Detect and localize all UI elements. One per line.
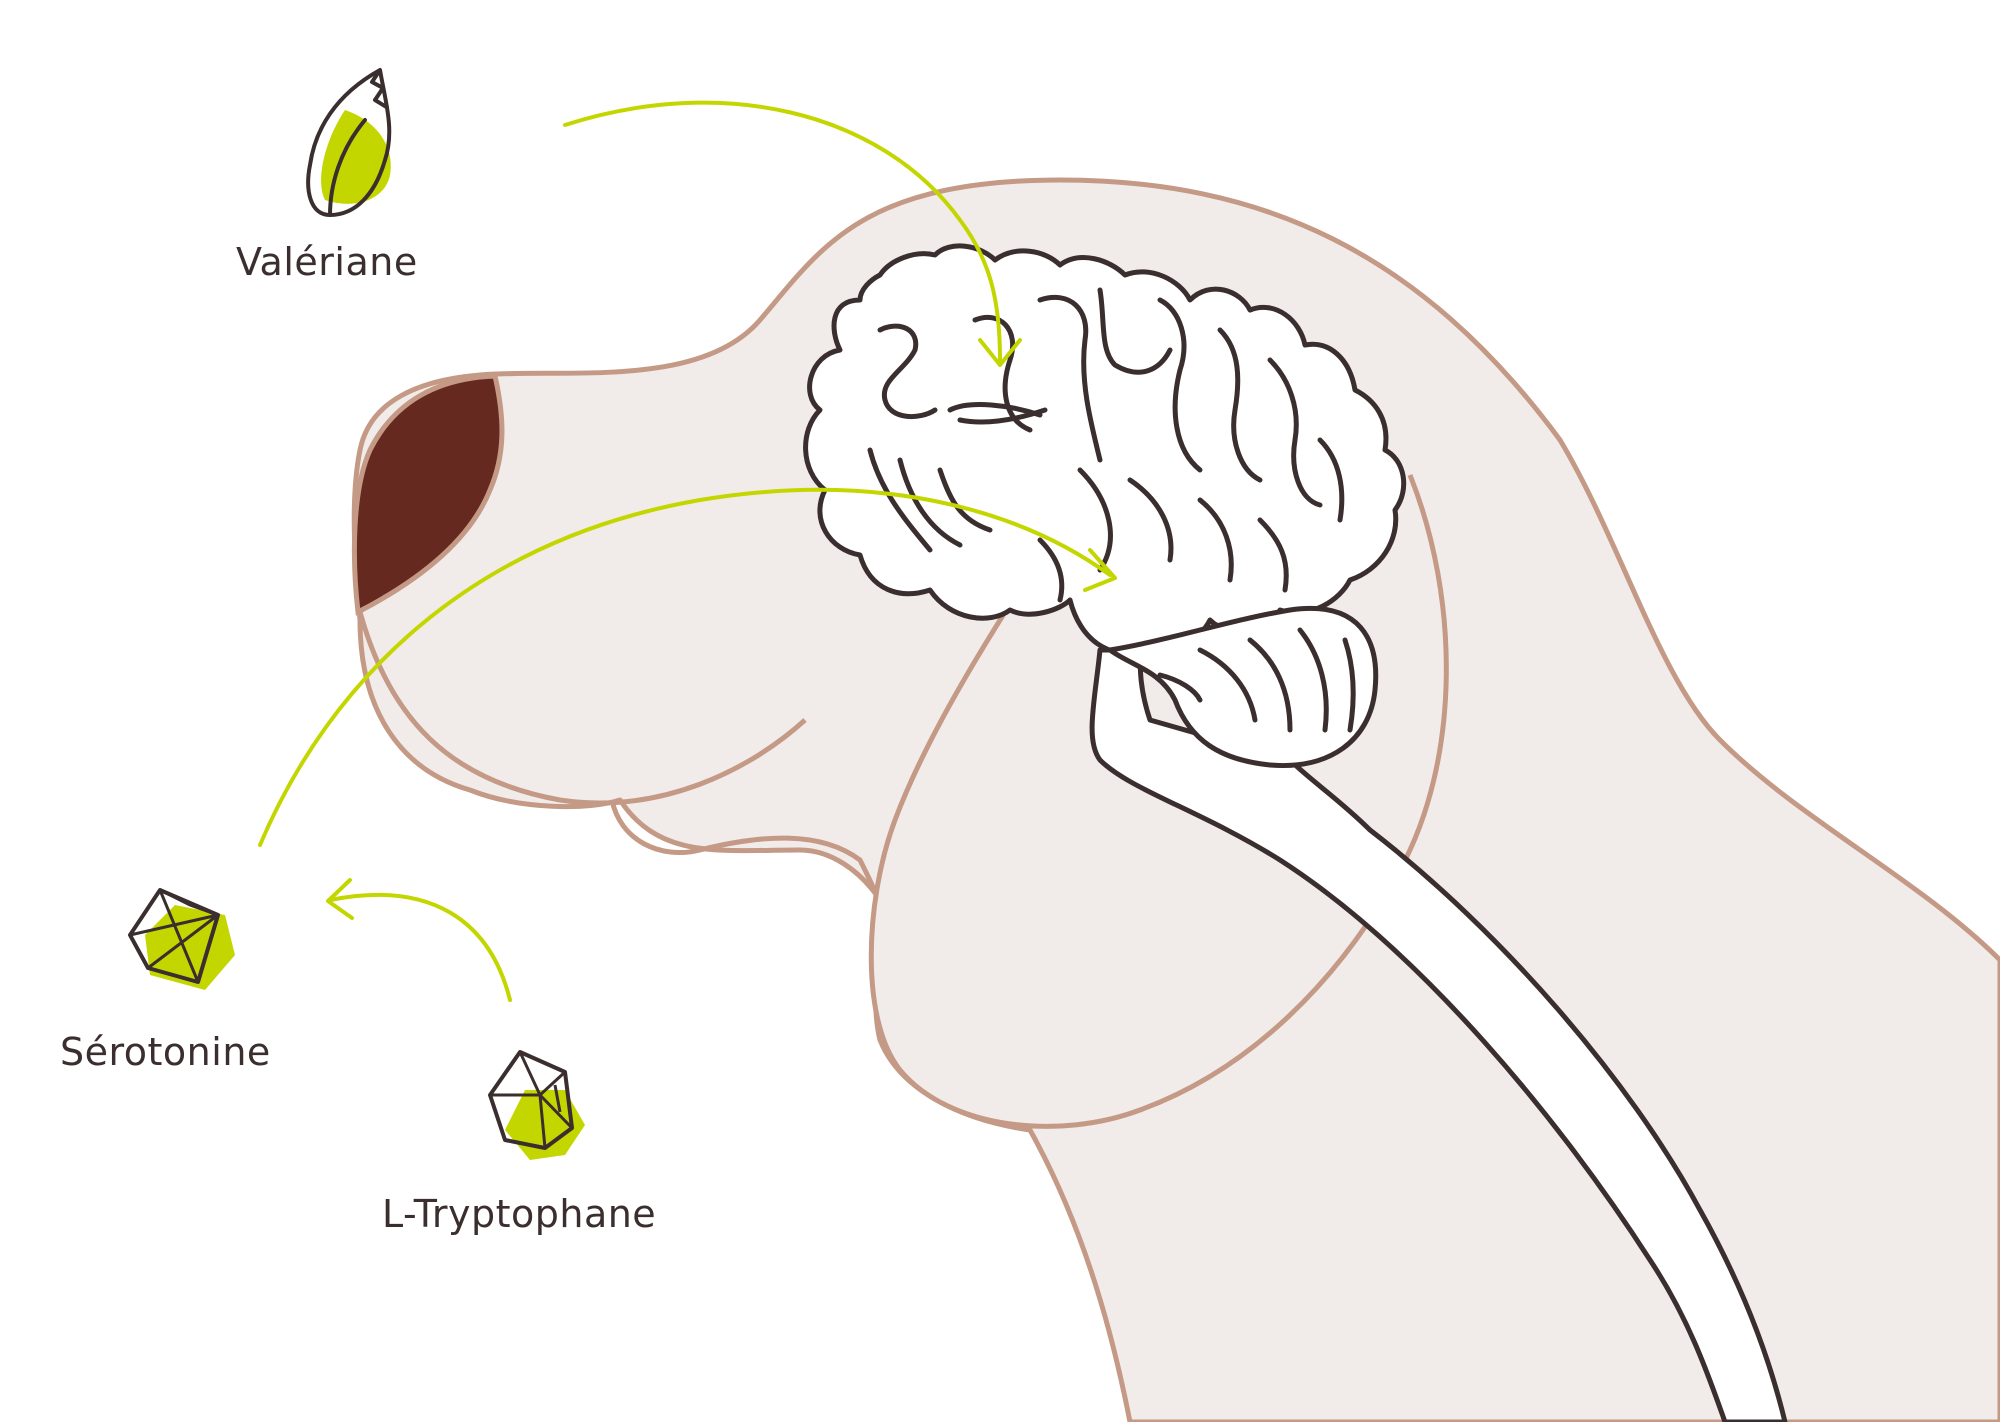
valeriane-label: Valériane xyxy=(236,240,418,284)
arrows xyxy=(258,100,1117,1002)
tryptophane-label: L-Tryptophane xyxy=(382,1192,657,1236)
dog-lip-line xyxy=(609,799,885,916)
dog-mouth-line xyxy=(357,611,807,806)
molecule-icon xyxy=(128,888,235,990)
brain-folds xyxy=(867,287,1356,733)
arrow-serotonine-to-brain xyxy=(258,487,1112,847)
molecule-icon-2 xyxy=(488,1050,585,1160)
brain xyxy=(803,243,1407,769)
arrow-tryptophane-to-serotonine xyxy=(328,892,512,1002)
serotonine-label: Sérotonine xyxy=(60,1030,271,1074)
arrow-serotonine-to-brain-head xyxy=(1083,548,1117,592)
brain-cerebrum xyxy=(803,243,1407,656)
leaf-icon xyxy=(306,68,392,217)
arrow-valeriane-to-brain-head xyxy=(978,338,1022,367)
arrow-valeriane-to-brain xyxy=(563,100,1002,362)
arrow-tryptophane-to-serotonine-head xyxy=(326,878,354,920)
dog-nose xyxy=(351,373,505,616)
